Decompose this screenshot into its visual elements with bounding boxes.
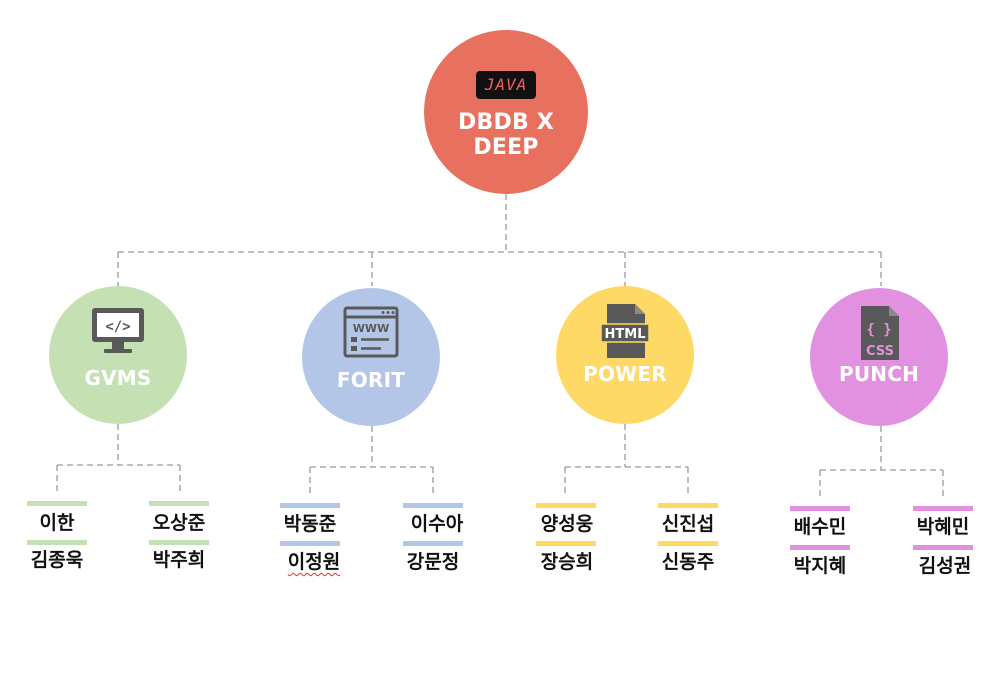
team-node-punch: { } CSS PUNCH bbox=[810, 288, 948, 426]
root-node: JAVA DBDB X DEEP bbox=[424, 30, 588, 194]
accent-bar bbox=[536, 541, 596, 546]
member-name: 이정원 bbox=[287, 551, 341, 573]
team-node-forit: WWW FORIT bbox=[302, 288, 440, 426]
member-name: 이수아 bbox=[410, 513, 464, 535]
accent-bar bbox=[658, 503, 718, 508]
member-name: 장승희 bbox=[540, 551, 594, 573]
member-name: 박동준 bbox=[283, 513, 337, 535]
accent-bar bbox=[280, 541, 340, 546]
accent-bar bbox=[280, 503, 340, 508]
member-name: 배수민 bbox=[793, 516, 847, 538]
member-name: 오상준 bbox=[152, 512, 206, 534]
accent-bar bbox=[536, 503, 596, 508]
css-file-icon: { } CSS bbox=[861, 306, 899, 360]
accent-bar bbox=[27, 540, 87, 545]
accent-bar bbox=[913, 545, 973, 550]
accent-bar bbox=[790, 506, 850, 511]
accent-bar bbox=[403, 541, 463, 546]
member-name: 박주희 bbox=[152, 549, 206, 571]
member-name: 김종욱 bbox=[30, 549, 84, 571]
java-badge: JAVA bbox=[476, 71, 536, 99]
member-name: 양성웅 bbox=[540, 513, 594, 535]
team-title: GVMS bbox=[84, 366, 152, 390]
svg-text:</>: </> bbox=[105, 319, 130, 335]
accent-bar bbox=[658, 541, 718, 546]
root-title: DBDB X DEEP bbox=[458, 110, 554, 160]
svg-text:CSS: CSS bbox=[866, 344, 894, 359]
member-name: 박지혜 bbox=[793, 555, 847, 577]
member-name: 신진섭 bbox=[661, 513, 715, 535]
team-node-gvms: </> GVMS bbox=[49, 286, 187, 424]
accent-bar bbox=[149, 540, 209, 545]
svg-text:{ }: { } bbox=[866, 322, 891, 338]
member-name: 강문정 bbox=[406, 551, 460, 573]
accent-bar bbox=[403, 503, 463, 508]
accent-bar bbox=[790, 545, 850, 550]
member-name: 이한 bbox=[39, 512, 75, 534]
monitor-code-icon: </> bbox=[92, 308, 144, 353]
team-title: FORIT bbox=[336, 368, 406, 392]
member-name: 박혜민 bbox=[916, 516, 970, 538]
team-title: POWER bbox=[583, 362, 667, 386]
accent-bar bbox=[913, 506, 973, 511]
member-name: 신동주 bbox=[661, 551, 715, 573]
svg-text:WWW: WWW bbox=[353, 322, 389, 335]
browser-www-icon: WWW bbox=[343, 306, 399, 358]
accent-bar bbox=[149, 501, 209, 506]
member-name: 김성권 bbox=[918, 555, 972, 577]
accent-bar bbox=[27, 501, 87, 506]
html-file-icon: HTML bbox=[600, 304, 650, 358]
svg-text:HTML: HTML bbox=[605, 327, 646, 342]
team-node-power: HTML POWER bbox=[556, 286, 694, 424]
team-title: PUNCH bbox=[838, 362, 920, 386]
